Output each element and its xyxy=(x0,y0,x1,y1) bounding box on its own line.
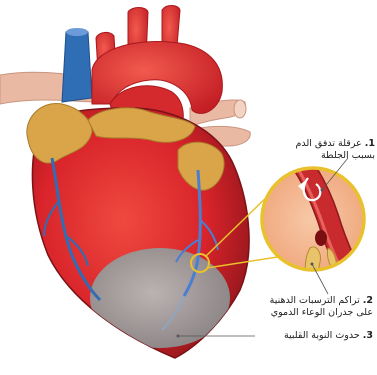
label-3: 3. حدوث النوبة القلبية xyxy=(243,330,373,342)
label-2: 2. تراكم الترسبات الدهنية على جدران الوع… xyxy=(233,295,373,319)
label-3-line1: حدوث النوبة القلبية xyxy=(284,330,360,341)
label-2-line1: تراكم الترسبات الدهنية xyxy=(270,295,360,306)
blood-clot xyxy=(315,230,327,246)
label-1: 1. عرقلة تدفق الدم بسبب الجلطة xyxy=(255,138,375,162)
label-1-number: 1. xyxy=(365,138,375,149)
label-1-line2: بسبب الجلطة xyxy=(255,150,375,162)
label-3-number: 3. xyxy=(363,330,373,341)
label-2-line2: على جدران الوعاء الدموي xyxy=(233,307,373,319)
superior-vena-cava xyxy=(62,29,92,102)
plaque-deposit xyxy=(305,247,320,286)
label-2-number: 2. xyxy=(363,295,373,306)
label-1-line1: عرقلة تدفق الدم xyxy=(296,138,362,149)
